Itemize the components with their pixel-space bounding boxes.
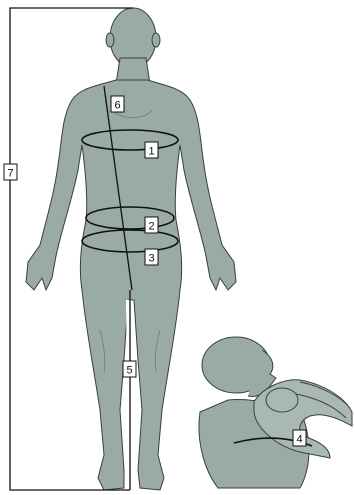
label-hip: 3 <box>148 253 154 265</box>
label-box-3: 3 <box>145 249 158 265</box>
label-bicep: 4 <box>296 434 302 446</box>
label-chest: 1 <box>148 146 154 158</box>
label-box-7: 7 <box>4 164 17 180</box>
label-box-2: 2 <box>145 217 158 233</box>
label-waist: 2 <box>148 221 154 233</box>
label-inseam: 5 <box>126 365 132 377</box>
figure-ear-left <box>106 33 114 47</box>
flex-figure <box>199 337 352 488</box>
label-torso-diagonal: 6 <box>114 100 120 112</box>
label-box-5: 5 <box>123 361 136 377</box>
label-box-1: 1 <box>145 142 158 158</box>
label-box-4: 4 <box>293 430 306 446</box>
label-box-6: 6 <box>111 96 124 112</box>
flex-fist <box>266 388 298 412</box>
label-height: 7 <box>7 168 13 180</box>
figure-ear-right <box>152 33 160 47</box>
